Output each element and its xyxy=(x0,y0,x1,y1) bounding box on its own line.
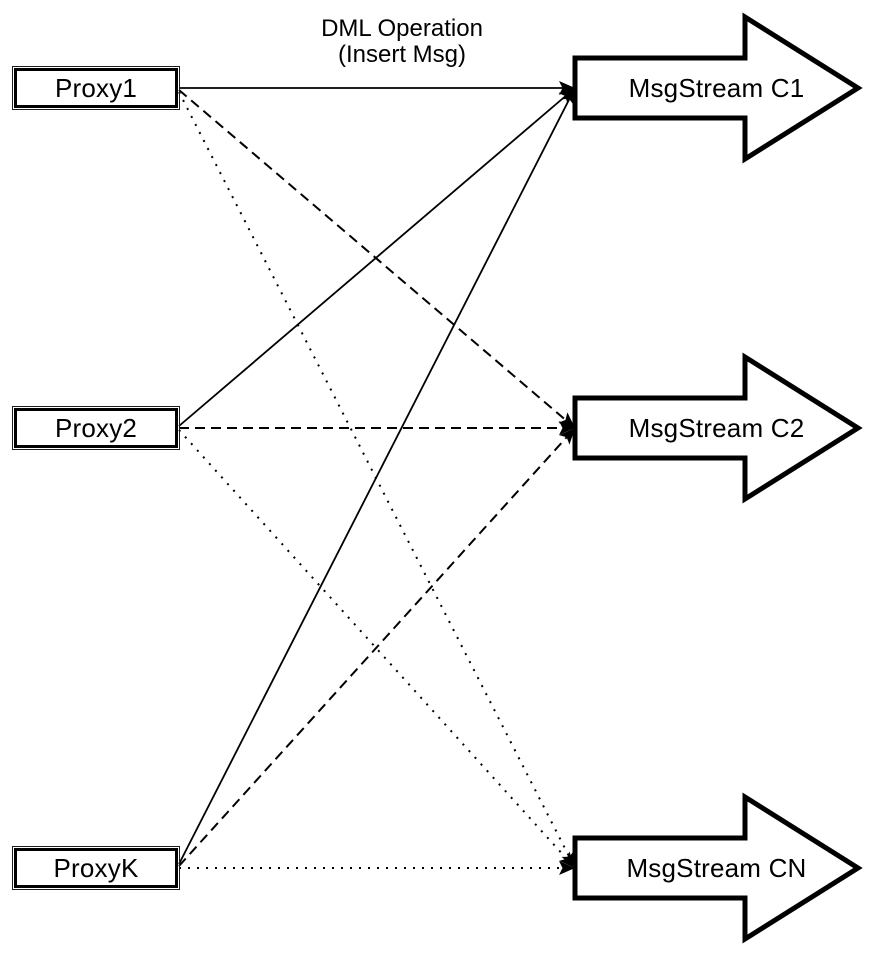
proxyk-label: ProxyK xyxy=(53,852,139,883)
connection-proxy2-cn xyxy=(178,429,576,869)
connection-proxyk-c2 xyxy=(178,427,576,867)
connection-proxyk-c1 xyxy=(178,87,576,865)
proxyk-box: ProxyK xyxy=(12,846,180,890)
proxy1-label: Proxy1 xyxy=(54,72,138,103)
msgstream-c1-arrow-shape xyxy=(572,12,863,164)
diagram-title: DML Operation (Insert Msg) xyxy=(252,16,552,68)
title-line1: DML Operation xyxy=(321,15,483,42)
connection-proxy1-cn xyxy=(178,91,576,869)
msgstream-c2-text: MsgStream C2 xyxy=(628,412,805,443)
title-line2: (Insert Msg) xyxy=(337,41,466,68)
proxy1-box: Proxy1 xyxy=(12,66,180,110)
msgstream-c2-arrow-shape xyxy=(572,352,863,504)
proxy2-box: Proxy2 xyxy=(12,406,180,450)
connection-proxy1-c2 xyxy=(178,89,576,429)
proxy2-label: Proxy2 xyxy=(54,412,138,443)
msgstream-c2-label: MsgStream C2 xyxy=(575,408,858,448)
msgstream-cn-text: MsgStream CN xyxy=(626,852,807,883)
connection-proxy2-c1 xyxy=(178,87,576,427)
msgstream-c1-label: MsgStream C1 xyxy=(575,68,858,108)
msgstream-cn-arrow-shape xyxy=(572,792,863,944)
msgstream-c1-text: MsgStream C1 xyxy=(628,72,805,103)
msgstream-cn-label: MsgStream CN xyxy=(575,848,858,888)
